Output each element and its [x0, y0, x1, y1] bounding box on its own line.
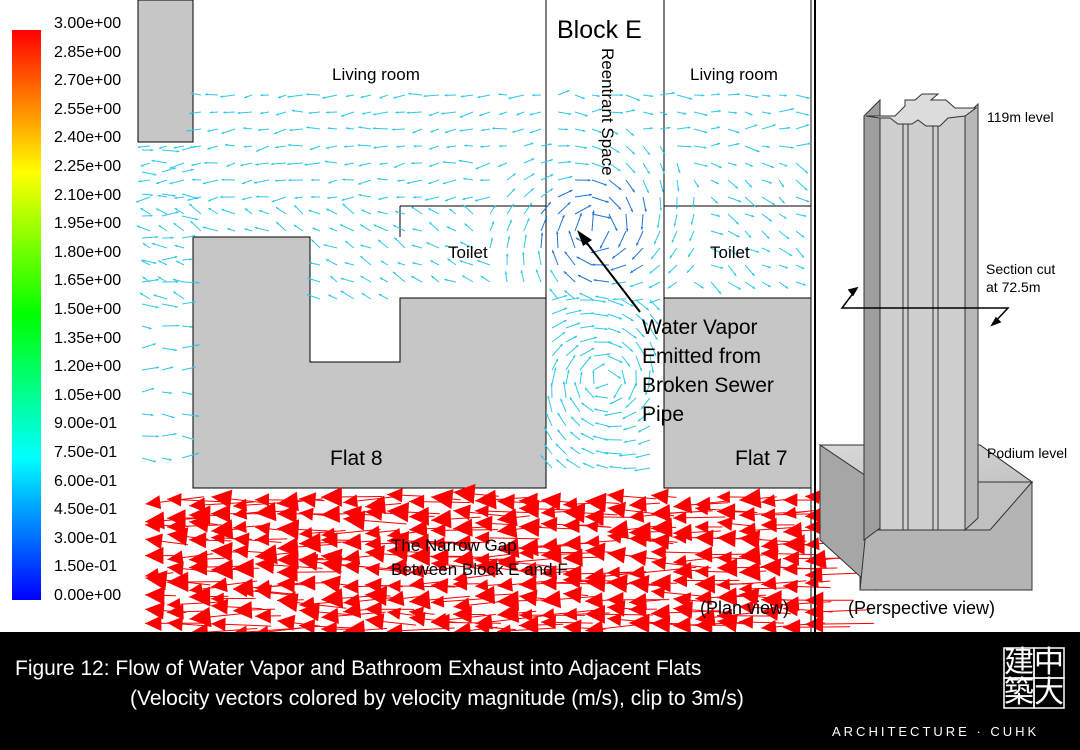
vapor-line-2: Emitted from: [642, 342, 774, 371]
gap-line-1: The Narrow Gap: [391, 534, 568, 558]
caption-title: Figure 12: Flow of Water Vapor and Bathr…: [15, 657, 701, 681]
vapor-annotation: Water Vapor Emitted from Broken Sewer Pi…: [642, 313, 774, 429]
vapor-line-1: Water Vapor: [642, 313, 774, 342]
section-cut-label: Section cut at 72.5m: [986, 260, 1055, 296]
logo-char-3: 築: [1004, 678, 1034, 708]
section-line-2: at 72.5m: [986, 278, 1055, 296]
vapor-line-3: Broken Sewer: [642, 371, 774, 400]
podium-label: Podium level: [987, 445, 1067, 461]
level-119-label: 119m level: [987, 109, 1054, 125]
section-line-1: Section cut: [986, 260, 1055, 278]
logo-char-2: 中: [1034, 648, 1064, 678]
vapor-line-4: Pipe: [642, 400, 774, 429]
caption-subtitle: (Velocity vectors colored by velocity ma…: [130, 687, 744, 711]
gap-line-2: Between Block E and F: [391, 558, 568, 582]
plan-view-label: (Plan view): [700, 598, 789, 619]
logo-char-1: 建: [1004, 648, 1034, 678]
perspective-view-label: (Perspective view): [848, 598, 995, 619]
gap-annotation: The Narrow Gap Between Block E and F: [391, 534, 568, 582]
logo-text: ARCHITECTURE · CUHK: [832, 724, 1039, 739]
logo-char-4: 大: [1034, 678, 1064, 708]
